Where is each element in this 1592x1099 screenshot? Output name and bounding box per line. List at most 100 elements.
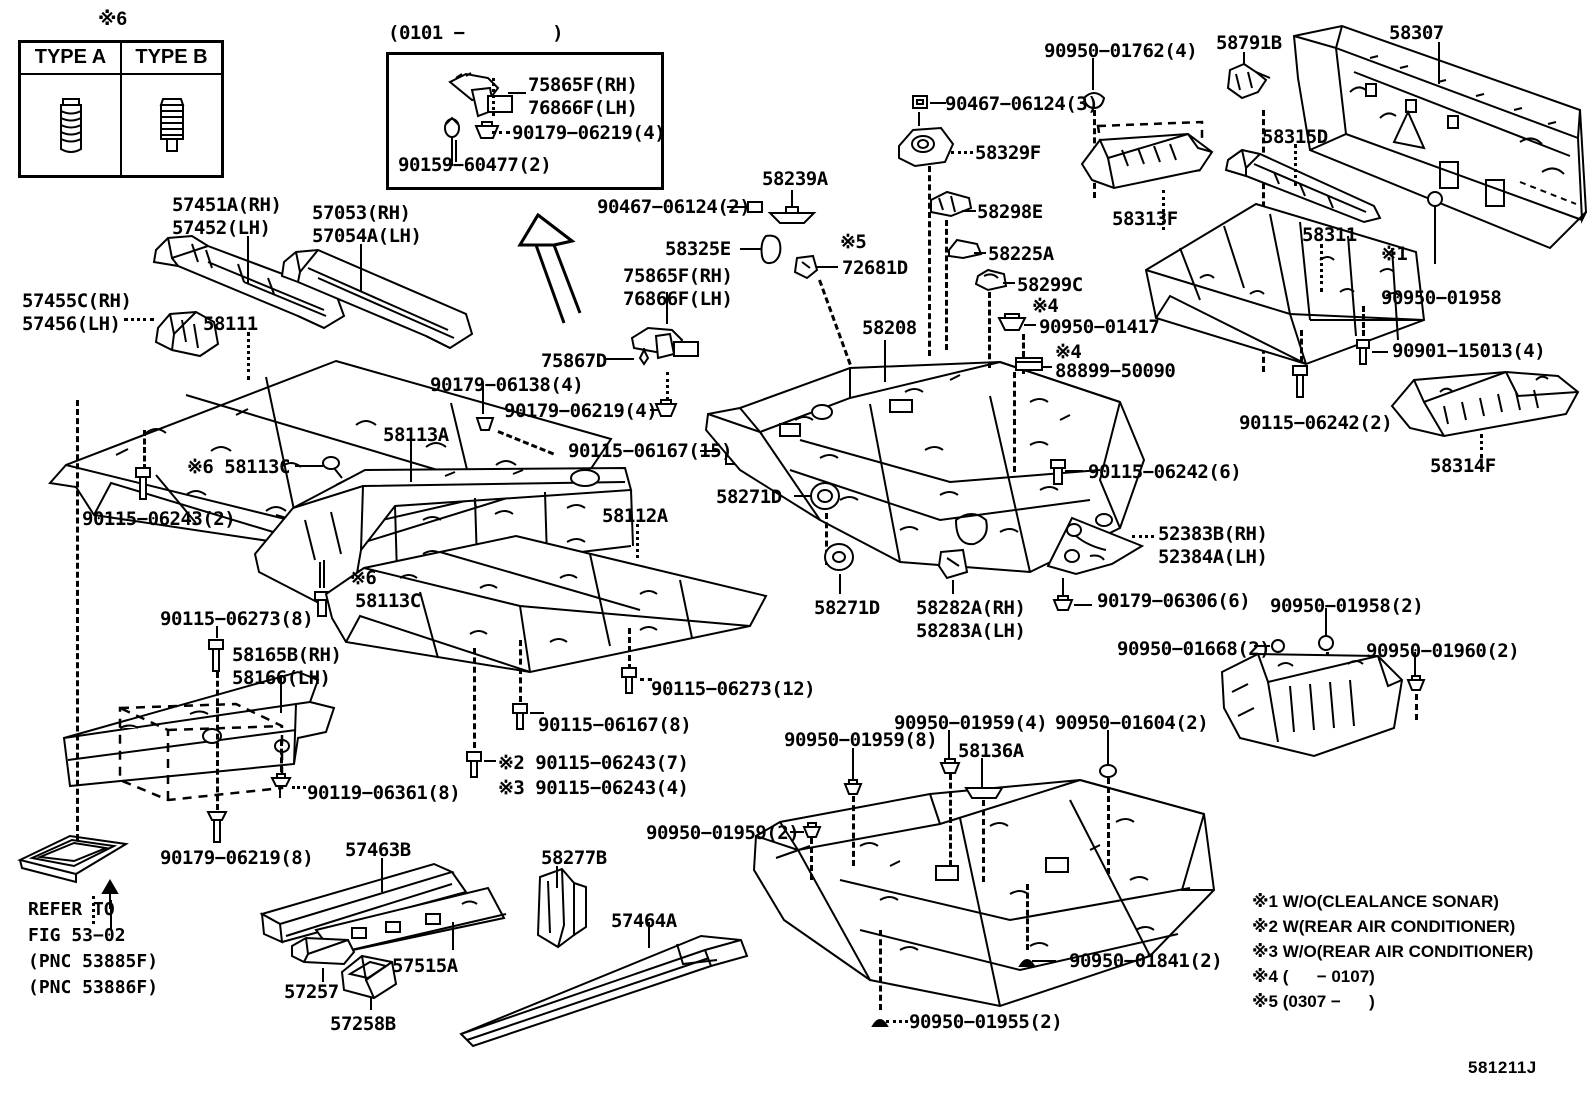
label-mark4-2: ※4 (1055, 341, 1082, 363)
leader-90950-01841 (1032, 960, 1056, 962)
leader-58277b (556, 866, 558, 888)
grommet-90179-06306-icon (1052, 595, 1074, 611)
leader-57258b (370, 998, 372, 1010)
leader-75865f-center (666, 292, 668, 324)
inset-leader-2 (508, 92, 526, 94)
bolt-90901-15013-icon (1356, 339, 1370, 365)
label-90950-01960: 90950−01960(2) (1366, 640, 1520, 662)
leader-90115-06273-8-dash (216, 672, 219, 810)
label-90950-01958-1: 90950−01958 (1381, 287, 1502, 309)
grommet-90950-01604-icon (1099, 764, 1117, 778)
label-90950-01959-2: 90950−01959(2) (646, 822, 800, 844)
label-90115-06242-6: 90115−06242(6) (1088, 461, 1242, 483)
label-58111: 58111 (203, 313, 258, 335)
label-90950-01959-8: 90950−01959(8) (784, 729, 938, 751)
grommet-90950-01958-2-icon (1318, 635, 1334, 651)
label-75867d: 75867D (541, 350, 607, 372)
bolt-90115-06242-2-icon (1292, 365, 1308, 398)
label-72681d: 72681D (842, 257, 908, 279)
type-table: TYPE A TYPE B (18, 40, 224, 178)
label-58225a: 58225A (988, 243, 1054, 265)
label-90950-01841: 90950−01841(2) (1069, 950, 1223, 972)
part-52383b-artwork (1046, 513, 1145, 576)
bolt-90115-06273-8-icon (208, 639, 224, 672)
part-57451a-artwork (152, 234, 346, 330)
clip-58113c-icon-1 (322, 456, 343, 479)
label-57455c: 57455C(RH) (22, 290, 132, 312)
leader-58325e (740, 248, 762, 250)
label-58136a: 58136A (958, 740, 1024, 762)
label-57452: 57452(LH) (172, 217, 271, 239)
leader-58311 (1320, 244, 1323, 292)
label-90950-01604: 90950−01604(2) (1055, 712, 1209, 734)
part-58208-artwork (704, 360, 1146, 574)
label-58283a: 58283A(LH) (916, 620, 1026, 642)
label-58315d: 58315D (1262, 126, 1328, 148)
leader-58271d-1 (794, 495, 812, 497)
leader-90950-01417-dash (1022, 334, 1025, 374)
refer-line-3: (PNC 53885F) (28, 951, 159, 973)
label-58112a: 58112A (602, 505, 668, 527)
label-58113a: 58113A (383, 424, 449, 446)
diagram-id: 581211J (1468, 1058, 1537, 1077)
leader-90115-06273-12-dash (628, 628, 631, 670)
leader-90119-06361 (292, 786, 306, 789)
label-58113c-2: 58113C (355, 590, 421, 612)
label-mark2-90115: ※2 90115−06243(7) (498, 752, 689, 774)
leader-58112a (636, 524, 639, 558)
legend-note-2: ※2 W(REAR AIR CONDITIONER) (1252, 917, 1516, 936)
part-58311-artwork (1144, 202, 1426, 366)
label-90115-06273-8: 90115−06273(8) (160, 608, 314, 630)
leader-90179-06138-v (482, 388, 484, 414)
plug-90950-01841-icon (1018, 959, 1036, 967)
leader-90950-01841-dash (1026, 884, 1029, 950)
leader-90950-01958-1 (1434, 200, 1436, 264)
label-58166: 58166(LH) (232, 667, 331, 689)
part-58298e-artwork (930, 190, 973, 218)
leader-58282a (952, 580, 954, 594)
leader-90115-06167-15 (700, 450, 718, 452)
part-57463b-artwork (259, 862, 507, 956)
label-58329f: 58329F (975, 142, 1041, 164)
bumper-90950-01762-icon (1082, 92, 1106, 110)
label-58314f: 58314F (1430, 455, 1496, 477)
refer-line-1: REFER TO (28, 899, 115, 920)
leader-72681d (816, 266, 838, 268)
label-58277b: 58277B (541, 847, 607, 869)
part-58299c-artwork (974, 268, 1008, 292)
label-57257: 57257 (284, 981, 339, 1003)
grommet-90950-01960-icon (1406, 675, 1426, 691)
grommet-90950-01959-2-icon (802, 822, 822, 838)
leader-58208 (884, 340, 886, 382)
leader-58136a-dash (982, 800, 985, 882)
part-58329f-artwork (898, 126, 955, 168)
grommet-58271d-icon-1 (810, 482, 840, 510)
part-58307-artwork (1292, 24, 1588, 250)
part-57455c-artwork (154, 310, 220, 358)
label-90467-06124-3: 90467−06124(3) (945, 93, 1099, 115)
leader-90950-01955-dash (879, 930, 882, 1010)
leader-58314f (1480, 434, 1483, 458)
leader-90119-06361-dash (280, 740, 283, 772)
label-mark3-90115: ※3 90115−06243(4) (498, 777, 689, 799)
part-rear-floor-artwork (752, 778, 1216, 1008)
inset-label-90179: 90179−06219(4) (512, 122, 666, 144)
label-90467-06124-2: 90467−06124(2) (597, 196, 751, 218)
leader-90115-06243 (484, 760, 496, 762)
label-58271d-2: 58271D (814, 597, 880, 619)
leader-90950-01959-8 (852, 748, 854, 784)
leader-90179-06306 (1074, 604, 1092, 606)
bolt-90115-06167-8-icon (512, 703, 528, 730)
label-58307: 58307 (1389, 22, 1444, 44)
leader-58298e-dash (945, 220, 948, 350)
leader-90115-06242-6 (1065, 470, 1083, 472)
leader-90115-06243-dash (473, 648, 476, 748)
grommet-90950-01959-8-icon (843, 779, 863, 795)
leader-90950-01960-dash (1415, 694, 1418, 720)
part-58277b-artwork (536, 867, 587, 949)
dashed-region-58165 (118, 702, 284, 802)
inset-label-75865f: 75865F(RH) (528, 74, 638, 96)
label-57463b: 57463B (345, 839, 411, 861)
legend-note-3: ※3 W/O(REAR AIR CONDITIONER) (1252, 942, 1534, 961)
